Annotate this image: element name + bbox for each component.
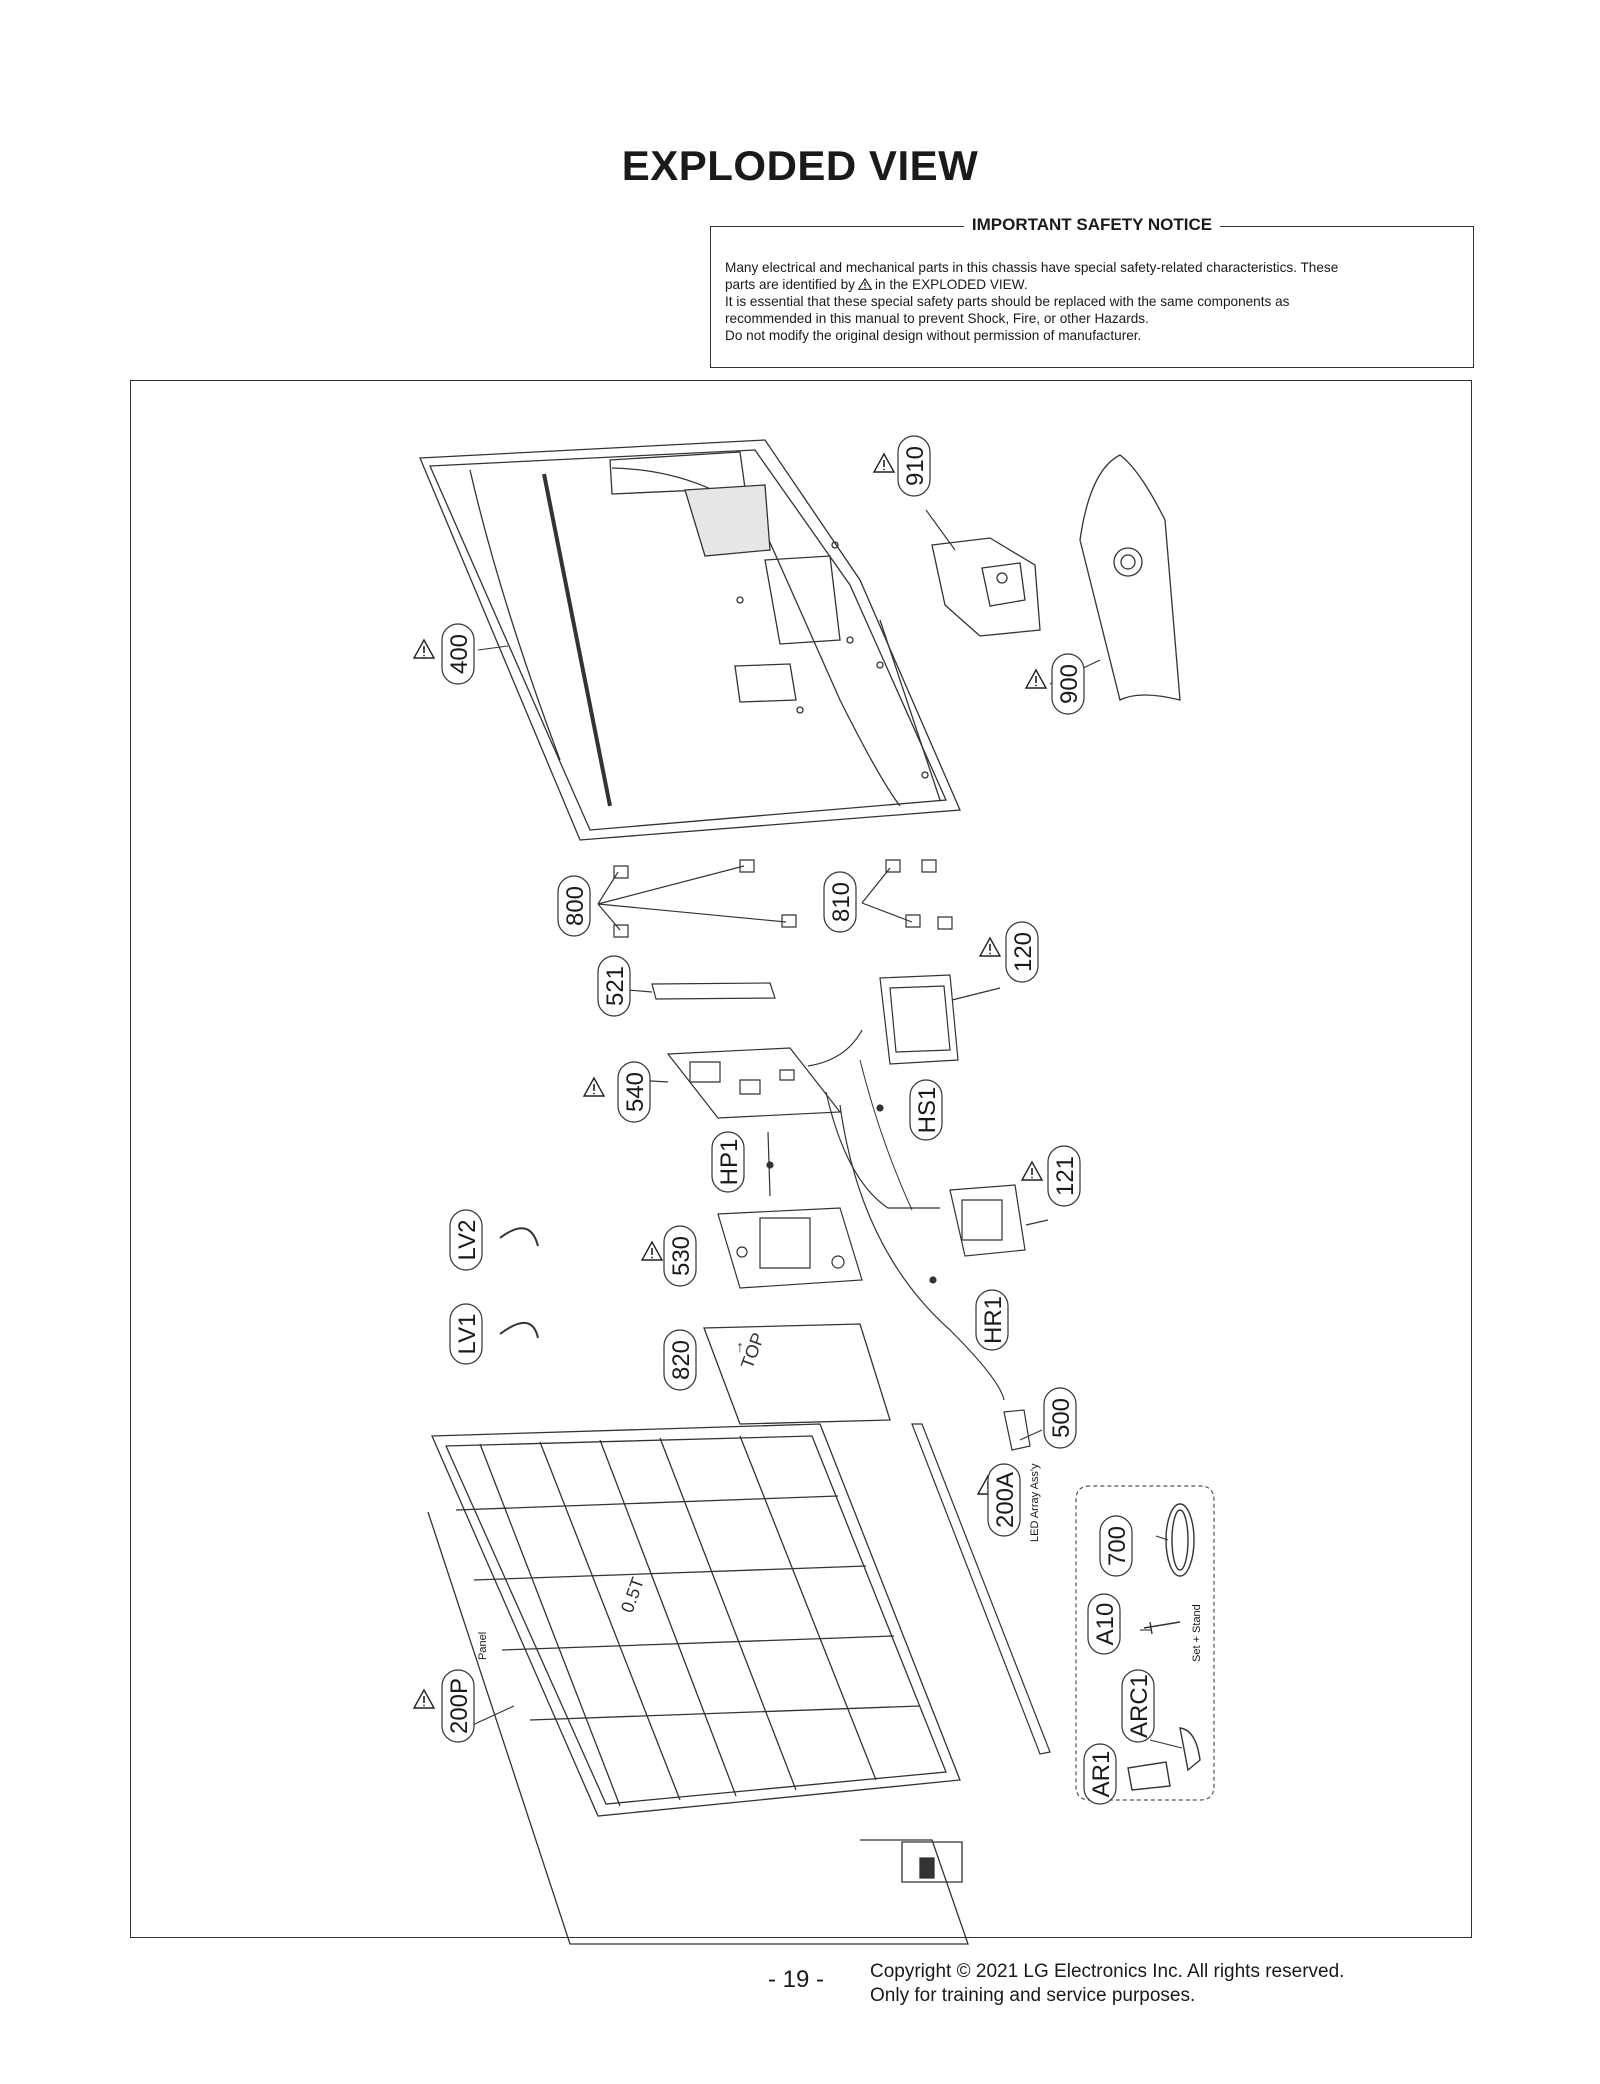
- copyright-line: Copyright © 2021 LG Electronics Inc. All…: [870, 1961, 1345, 1982]
- panel-caption: Panel: [477, 1632, 489, 1660]
- notice-line-3: It is essential that these special safet…: [725, 294, 1290, 309]
- led-array-caption: LED Array Ass'y: [1029, 1463, 1041, 1542]
- notice-line-5: Do not modify the original design withou…: [725, 328, 1142, 343]
- part-lv2-label: LV2: [454, 1220, 481, 1261]
- safety-notice-title: IMPORTANT SAFETY NOTICE: [963, 215, 1221, 234]
- set-stand-caption: Set + Stand: [1191, 1604, 1203, 1662]
- part-labels: 400 910 900 800 810 521 120 540 HS1 HP1 …: [441, 435, 1155, 1805]
- part-hp1-label: HP1: [716, 1139, 743, 1186]
- part-820-label: 820: [668, 1340, 695, 1380]
- page-number: - 19 -: [768, 1966, 825, 1993]
- footer-copyright: Copyright © 2021 LG Electronics Inc. All…: [870, 1960, 1344, 2008]
- part-910-label: 910: [902, 446, 929, 486]
- part-121-label: 121: [1052, 1156, 1079, 1196]
- notice-line-2b: in the EXPLODED VIEW.: [874, 277, 1028, 292]
- part-a10-label: A10: [1092, 1603, 1119, 1646]
- accessory-box: [1075, 1485, 1215, 1801]
- accessories-drawing: [1127, 1503, 1201, 1791]
- part-400-label: 400: [446, 634, 473, 674]
- page-title: EXPLODED VIEW: [621, 142, 979, 189]
- stand-body-drawing: [931, 537, 1041, 637]
- panel-frame-drawing: 0.5T: [427, 1423, 969, 1945]
- notice-line-1: Many electrical and mechanical parts in …: [725, 260, 1339, 275]
- insulator-sheet-drawing: TOP ↑: [703, 1323, 891, 1425]
- speaker-cables-drawing: [499, 1227, 539, 1339]
- safety-notice-box: IMPORTANT SAFETY NOTICE Many electrical …: [710, 215, 1474, 368]
- brackets-drawing: [597, 859, 953, 1000]
- part-lv1-label: LV1: [454, 1314, 481, 1355]
- notice-line-2a: parts are identified by: [725, 277, 855, 292]
- notice-line-2: parts are identified by in the EXPLODED V…: [725, 276, 1459, 293]
- safety-notice-title-wrap: IMPORTANT SAFETY NOTICE: [711, 215, 1473, 235]
- safety-notice-text: Many electrical and mechanical parts in …: [725, 259, 1459, 344]
- part-540-label: 540: [622, 1072, 649, 1112]
- psu-board-drawing: [717, 1207, 863, 1289]
- back-cover-drawing: [419, 439, 961, 841]
- part-ar1-label: AR1: [1088, 1751, 1115, 1798]
- part-521-label: 521: [602, 966, 629, 1006]
- stand-base-drawing: [1079, 454, 1181, 701]
- warning-triangle-icon: [857, 278, 872, 290]
- part-810-label: 810: [828, 882, 855, 922]
- power-board-drawing: [879, 974, 1001, 1065]
- part-500-label: 500: [1048, 1398, 1075, 1438]
- captions: LED Array Ass'y Panel Set + Stand: [477, 1463, 1203, 1662]
- part-arc1-label: ARC1: [1126, 1674, 1153, 1738]
- part-hr1-label: HR1: [980, 1296, 1007, 1344]
- part-200a-label: 200A: [992, 1472, 1019, 1528]
- board-top-arrow: ↑: [736, 1339, 744, 1356]
- part-hs1-label: HS1: [914, 1087, 941, 1134]
- led-array-drawing: [911, 1423, 1051, 1755]
- part-900-label: 900: [1056, 664, 1083, 704]
- cables-drawing: [766, 1029, 1005, 1401]
- part-200p-label: 200P: [446, 1678, 473, 1734]
- part-800-label: 800: [562, 886, 589, 926]
- part-530-label: 530: [668, 1236, 695, 1276]
- part-700-label: 700: [1104, 1526, 1131, 1566]
- part-120-label: 120: [1010, 932, 1037, 972]
- side-board-drawing: [949, 1184, 1049, 1257]
- remote-holder-drawing: [1003, 1409, 1031, 1451]
- notice-line-4: recommended in this manual to prevent Sh…: [725, 311, 1149, 326]
- main-board-drawing: [634, 1047, 842, 1119]
- diagram-frame: [130, 380, 1472, 1938]
- training-line: Only for training and service purposes.: [870, 1985, 1196, 2006]
